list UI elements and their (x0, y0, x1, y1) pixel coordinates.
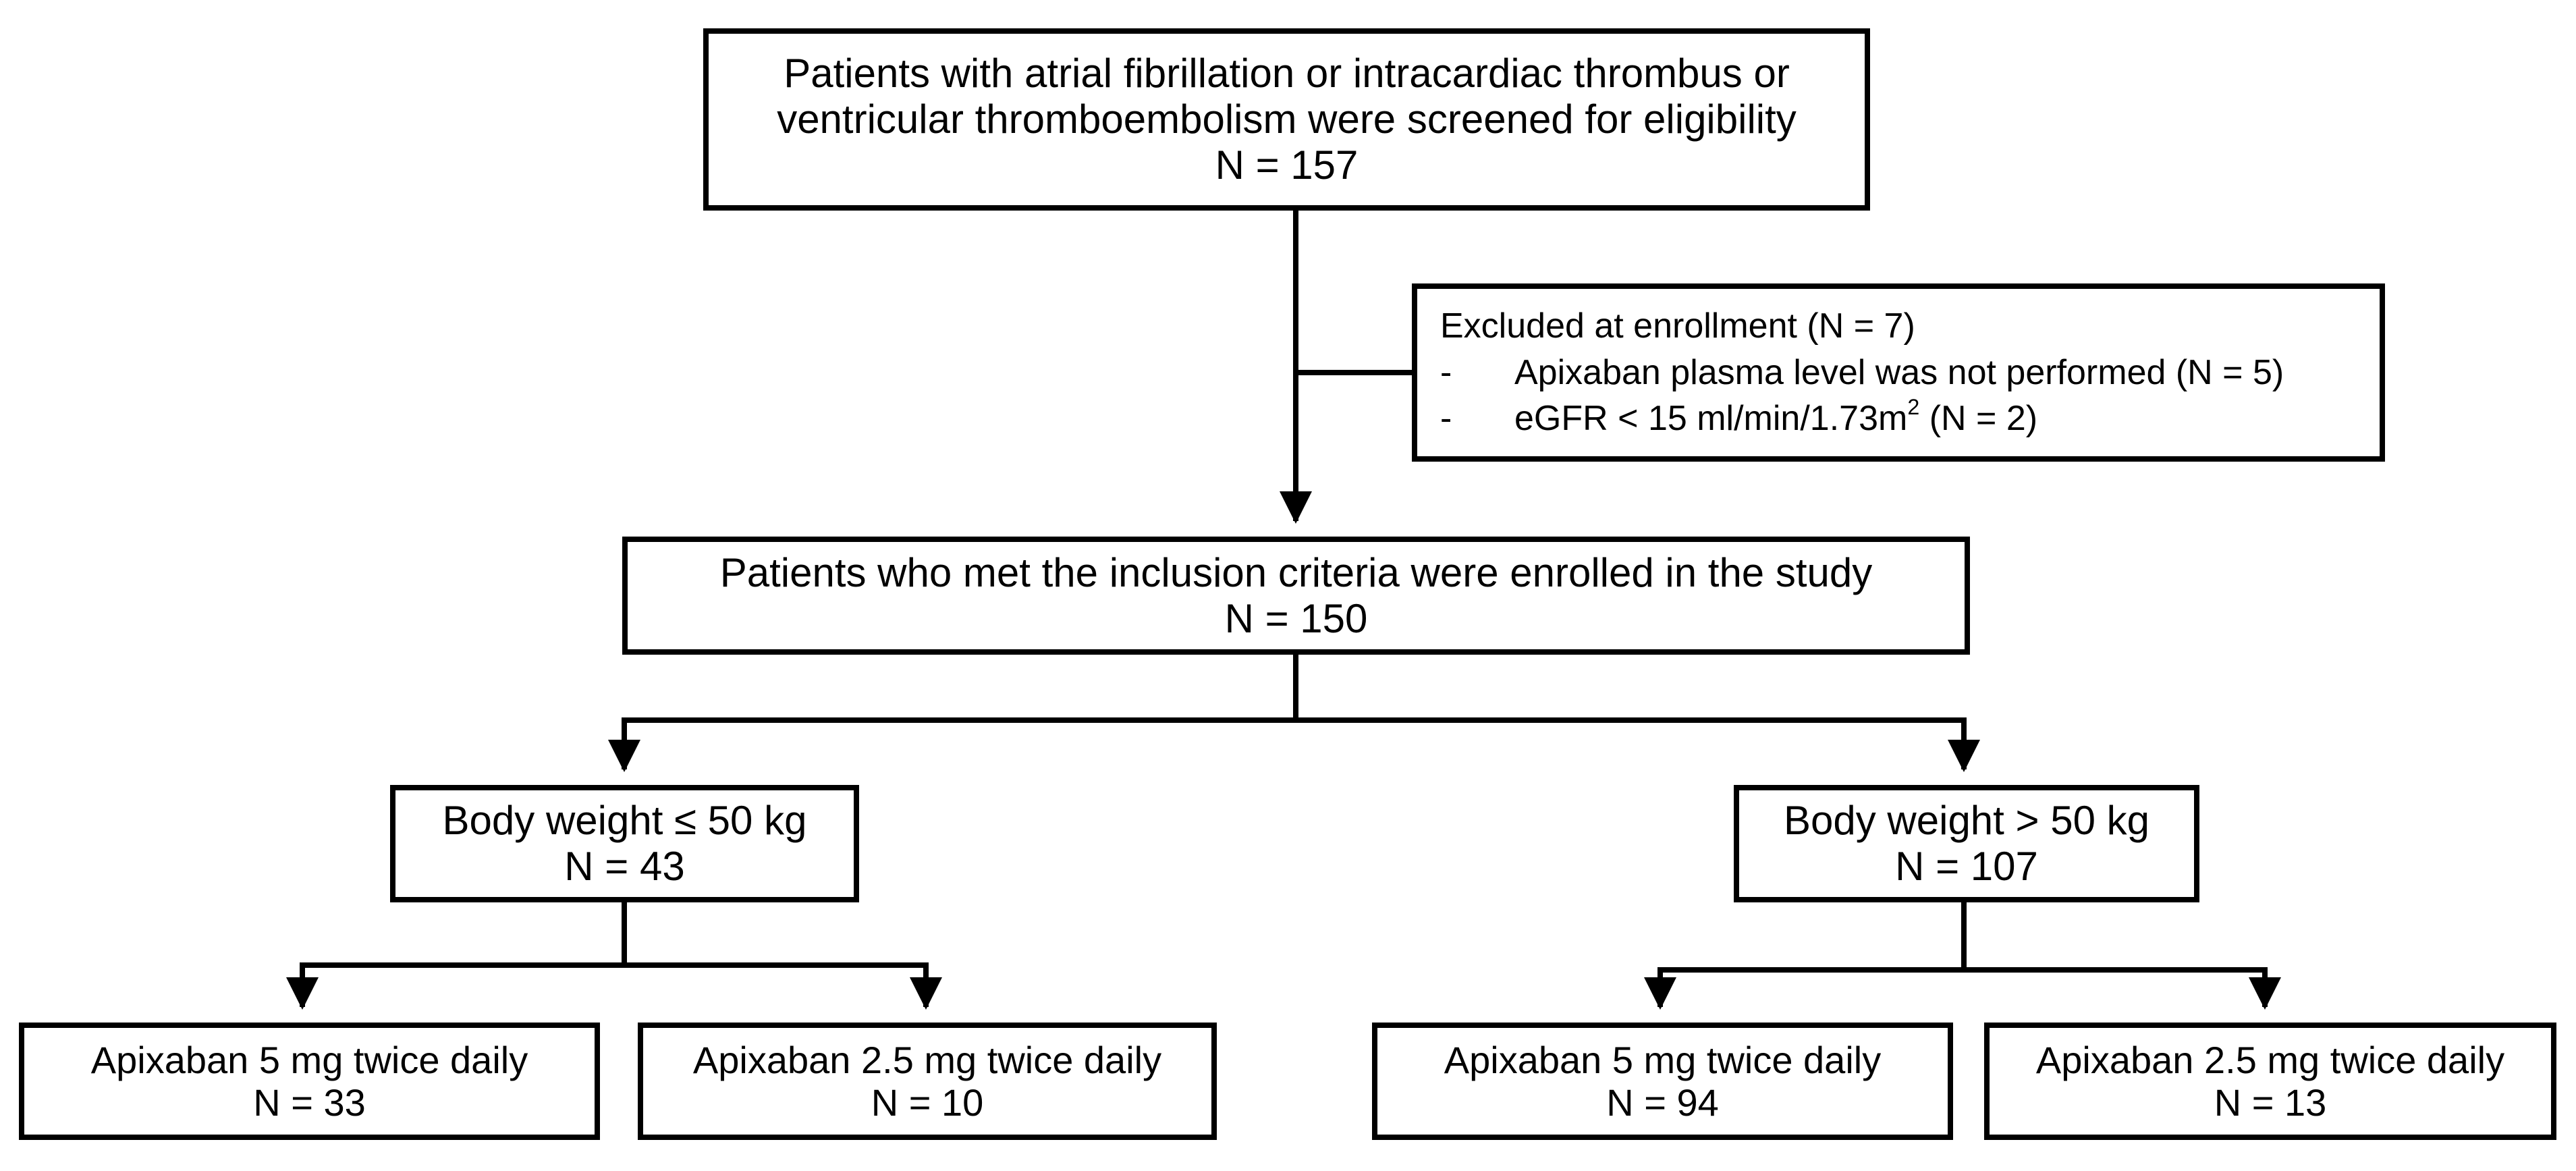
excluded-box: Excluded at enrollment (N = 7) - Apixaba… (1412, 283, 2385, 462)
high-weight-5mg-box: Apixaban 5 mg twice daily N = 94 (1372, 1023, 1953, 1140)
arm-count: N = 94 (1606, 1081, 1719, 1124)
arm-label: Apixaban 5 mg twice daily (1444, 1038, 1882, 1081)
arm-label: Apixaban 2.5 mg twice daily (692, 1038, 1162, 1081)
screened-text-line-1: Patients with atrial fibrillation or int… (784, 51, 1790, 97)
arm-label: Apixaban 2.5 mg twice daily (2035, 1038, 2505, 1081)
excluded-item-egfr: - eGFR < 15 ml/min/1.73m2 (N = 2) (1440, 396, 2037, 442)
low-weight-2-5mg-box: Apixaban 2.5 mg twice daily N = 10 (638, 1023, 1217, 1140)
high-weight-2-5mg-box: Apixaban 2.5 mg twice daily N = 13 (1984, 1023, 2556, 1140)
screened-box: Patients with atrial fibrillation or int… (703, 28, 1870, 211)
enrolled-count: N = 150 (1224, 595, 1368, 641)
body-weight-high-label: Body weight > 50 kg (1783, 798, 2150, 844)
arm-label: Apixaban 5 mg twice daily (90, 1038, 528, 1081)
body-weight-high-count: N = 107 (1895, 844, 2038, 889)
arm-count: N = 10 (871, 1081, 984, 1124)
body-weight-low-count: N = 43 (564, 844, 685, 889)
enrolled-box: Patients who met the inclusion criteria … (622, 537, 1970, 655)
body-weight-high-box: Body weight > 50 kg N = 107 (1734, 785, 2199, 902)
low-weight-5mg-box: Apixaban 5 mg twice daily N = 33 (19, 1023, 600, 1140)
arm-count: N = 33 (253, 1081, 366, 1124)
excluded-item-egfr-text: eGFR < 15 ml/min/1.73m2 (N = 2) (1514, 396, 2037, 442)
screened-text-line-2: ventricular thromboembolism were screene… (777, 97, 1797, 142)
body-weight-low-label: Body weight ≤ 50 kg (442, 798, 807, 844)
egfr-text-after: (N = 2) (1919, 399, 2038, 439)
excluded-item-bullet: - (1440, 352, 1452, 392)
enrolled-text: Patients who met the inclusion criteria … (719, 549, 1873, 595)
excluded-title: Excluded at enrollment (N = 7) (1440, 306, 1915, 346)
excluded-item-plasma-level: - Apixaban plasma level was not performe… (1440, 350, 2284, 396)
arm-count: N = 13 (2214, 1081, 2327, 1124)
body-weight-low-box: Body weight ≤ 50 kg N = 43 (390, 785, 859, 902)
screened-count: N = 157 (1215, 142, 1359, 188)
excluded-item-bullet: - (1440, 399, 1452, 439)
egfr-text-before: eGFR < 15 ml/min/1.73m (1514, 399, 1908, 439)
egfr-superscript: 2 (1907, 395, 1920, 420)
excluded-item-text: Apixaban plasma level was not performed … (1514, 352, 2284, 392)
